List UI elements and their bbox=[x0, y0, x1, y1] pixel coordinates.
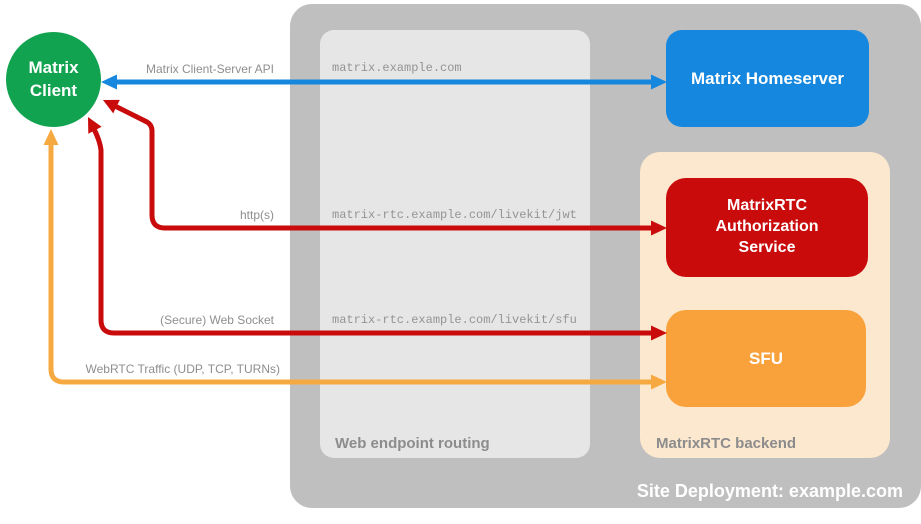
edge-label-websocket: (Secure) Web Socket bbox=[160, 313, 274, 327]
node-matrixrtc-authorization-service: MatrixRTC Authorization Service bbox=[666, 178, 868, 277]
node-sfu-label: SFU bbox=[749, 348, 783, 368]
web-endpoint-routing-box bbox=[320, 30, 590, 458]
node-client-label-line1: Matrix bbox=[28, 58, 79, 78]
node-matrix-homeserver-label: Matrix Homeserver bbox=[690, 68, 845, 88]
edge-host-livekit-sfu: matrix-rtc.example.com/livekit/sfu bbox=[332, 313, 577, 327]
web-endpoint-routing-caption: Web endpoint routing bbox=[335, 435, 490, 452]
edge-label-client-server-api: Matrix Client-Server API bbox=[145, 62, 274, 76]
node-sfu: SFU bbox=[666, 310, 866, 407]
edge-host-livekit-jwt: matrix-rtc.example.com/livekit/jwt bbox=[332, 208, 577, 222]
node-matrix-homeserver: Matrix Homeserver bbox=[666, 30, 869, 127]
edge-label-webrtc-traffic: WebRTC Traffic (UDP, TCP, TURNs) bbox=[85, 362, 281, 376]
edge-host-matrix-example-com: matrix.example.com bbox=[332, 61, 462, 75]
node-matrix-client: Matrix Client bbox=[6, 32, 101, 127]
site-deployment-caption: Site Deployment: example.com bbox=[636, 481, 903, 501]
matrixrtc-backend-caption: MatrixRTC backend bbox=[656, 435, 797, 452]
node-auth-label: MatrixRTC Authorization Service bbox=[715, 197, 819, 256]
edge-label-http: http(s) bbox=[239, 208, 274, 222]
node-client-label-line2: Client bbox=[29, 80, 78, 100]
